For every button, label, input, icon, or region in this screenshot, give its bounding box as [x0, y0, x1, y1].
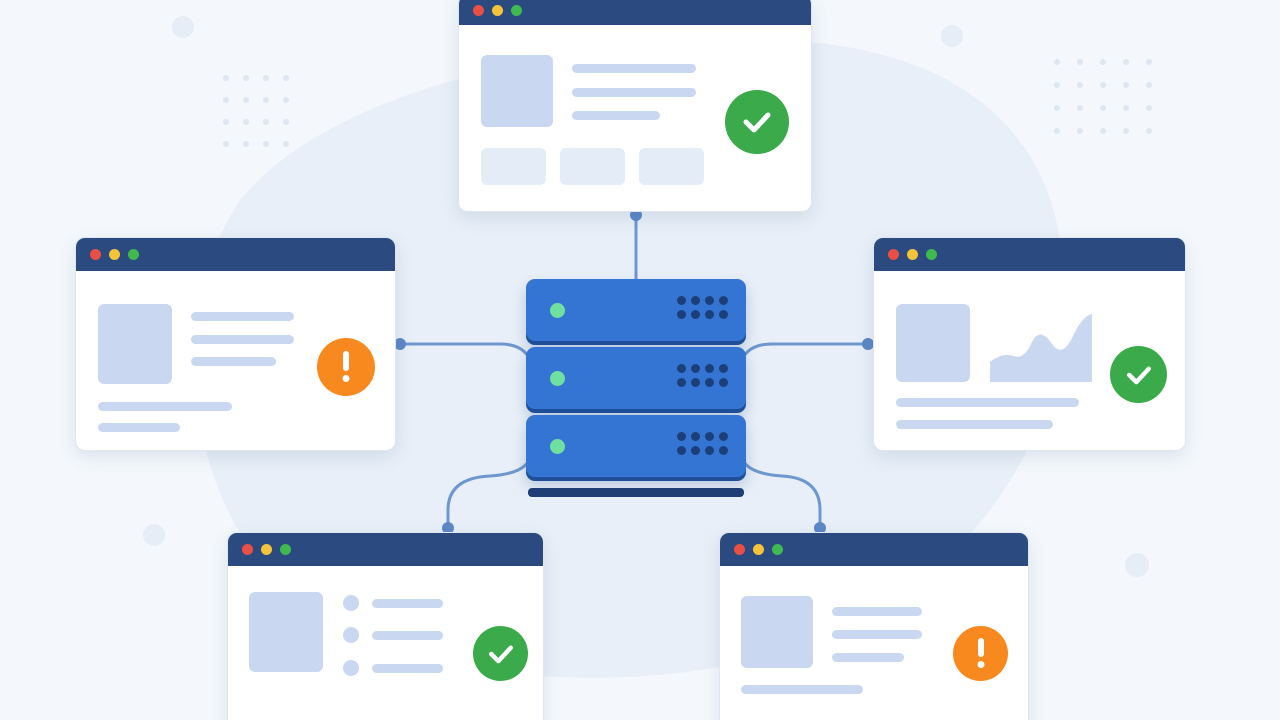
text-line-placeholder — [832, 630, 922, 639]
connector-node — [814, 522, 826, 534]
status-badge-warning — [317, 338, 375, 396]
server-unit — [526, 279, 746, 341]
minimize-dot — [907, 249, 918, 260]
text-line-placeholder — [191, 335, 294, 344]
close-dot — [888, 249, 899, 260]
checkmark-icon — [743, 112, 771, 133]
image-placeholder — [896, 304, 970, 382]
list-bullet — [343, 595, 359, 611]
connector-right — [742, 342, 870, 358]
dot-grid-left — [223, 75, 289, 147]
status-badge-ok — [1110, 346, 1167, 403]
maximize-dot — [926, 249, 937, 260]
window-titlebar — [720, 533, 1028, 566]
window-titlebar — [459, 0, 811, 25]
text-line-placeholder — [372, 664, 443, 673]
close-dot — [473, 4, 484, 16]
status-badge-warning — [953, 626, 1008, 681]
minimize-dot — [492, 4, 503, 16]
status-badge-ok — [473, 626, 528, 681]
card-placeholder — [481, 148, 546, 185]
connector-node — [862, 338, 874, 350]
text-line-placeholder — [572, 64, 696, 73]
text-line-placeholder — [832, 607, 922, 616]
decor-circle — [143, 524, 165, 546]
text-line-placeholder — [572, 88, 696, 97]
close-dot — [242, 544, 253, 555]
area-chart-icon — [990, 314, 1092, 382]
client-window-left — [75, 237, 396, 451]
status-led — [550, 439, 565, 454]
vent-grille — [677, 364, 728, 387]
minimize-dot — [261, 544, 272, 555]
maximize-dot — [511, 4, 522, 16]
image-placeholder — [741, 596, 813, 668]
vent-grille — [677, 432, 728, 455]
exclamation-icon — [317, 338, 375, 396]
maximize-dot — [128, 249, 139, 260]
connector-bottom-left — [446, 460, 530, 530]
maximize-dot — [280, 544, 291, 555]
client-window-top — [458, 0, 812, 212]
client-window-right — [873, 237, 1186, 451]
list-bullet — [343, 660, 359, 676]
status-badge-ok — [725, 90, 789, 154]
list-bullet — [343, 627, 359, 643]
card-placeholder — [560, 148, 625, 185]
checkmark-icon — [1126, 366, 1151, 384]
image-placeholder — [249, 592, 323, 672]
text-line-placeholder — [896, 398, 1079, 407]
maximize-dot — [772, 544, 783, 555]
minimize-dot — [109, 249, 120, 260]
dot-grid-right — [1054, 59, 1152, 134]
decor-circle — [1125, 553, 1149, 577]
connector-node — [630, 209, 642, 221]
server-unit — [526, 415, 746, 477]
window-titlebar — [228, 533, 543, 566]
status-led — [550, 303, 565, 318]
connector-left — [398, 342, 530, 358]
text-line-placeholder — [572, 111, 660, 120]
close-dot — [90, 249, 101, 260]
text-line-placeholder — [832, 653, 904, 662]
text-line-placeholder — [741, 685, 863, 694]
text-line-placeholder — [896, 420, 1053, 429]
text-line-placeholder — [191, 357, 276, 366]
connector-node — [442, 522, 454, 534]
image-placeholder — [98, 304, 172, 384]
decor-circle — [172, 16, 194, 38]
connector-node — [394, 338, 406, 350]
window-titlebar — [76, 238, 395, 271]
decor-circle — [941, 25, 963, 47]
text-line-placeholder — [98, 423, 180, 432]
text-line-placeholder — [98, 402, 232, 411]
connector-bottom-right — [742, 460, 822, 530]
server-base — [528, 488, 744, 497]
server-unit — [526, 347, 746, 409]
text-line-placeholder — [372, 631, 443, 640]
status-led — [550, 371, 565, 386]
vent-grille — [677, 296, 728, 319]
text-line-placeholder — [372, 599, 443, 608]
window-titlebar — [874, 238, 1185, 271]
client-window-bottom-right — [719, 532, 1029, 720]
exclamation-icon — [953, 626, 1008, 681]
card-placeholder — [639, 148, 704, 185]
close-dot — [734, 544, 745, 555]
minimize-dot — [753, 544, 764, 555]
text-line-placeholder — [191, 312, 294, 321]
client-window-bottom-left — [227, 532, 544, 720]
image-placeholder — [481, 55, 553, 127]
checkmark-icon — [488, 645, 513, 663]
